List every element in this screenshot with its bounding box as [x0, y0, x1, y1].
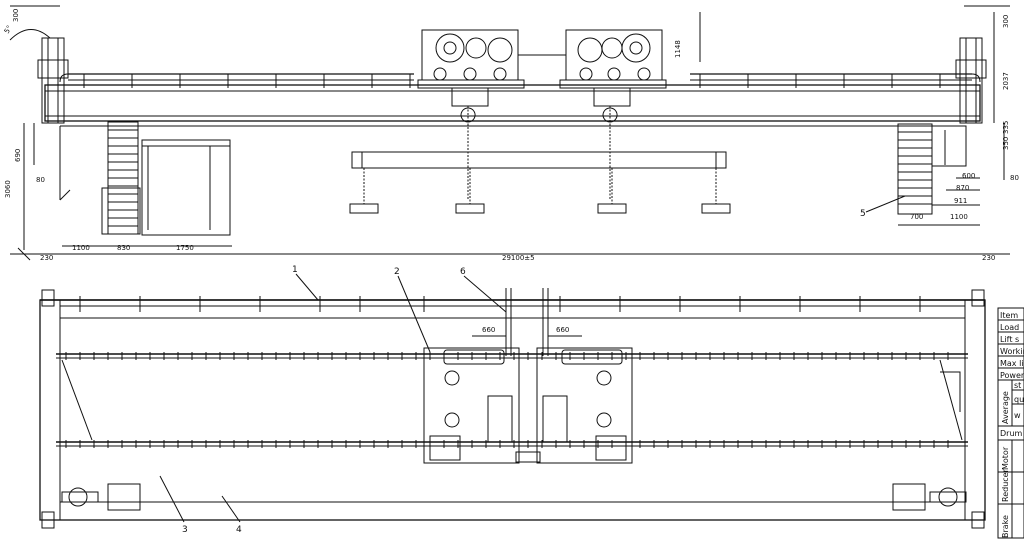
table-power: Power	[1000, 371, 1024, 380]
right-travel-motor-icon	[938, 487, 958, 507]
table-maxlift: Max lif	[1000, 359, 1024, 368]
table-st: st	[1014, 381, 1021, 390]
trolley-right-elevation	[559, 29, 667, 200]
dim-300-right: 300	[1002, 15, 1010, 28]
dim-1750: 1750	[176, 244, 194, 252]
trolley-left-elevation	[417, 29, 525, 200]
callout-labels: 1 2 6 3 4 5	[182, 209, 866, 535]
table-working: Workin	[1000, 347, 1024, 356]
right-ladder	[897, 123, 933, 215]
plan-view	[39, 195, 986, 529]
trolley-right-plan	[536, 288, 633, 464]
elevation-view	[9, 5, 1010, 261]
callout-3: 3	[182, 525, 188, 535]
dim-1100-right: 1100	[950, 213, 968, 221]
table-motor: Motor	[1001, 446, 1010, 470]
table-item: Item	[1000, 311, 1018, 320]
table-lift: Lift s	[1000, 335, 1019, 344]
dim-600: 600	[962, 172, 975, 180]
dim-911: 911	[954, 197, 967, 205]
dim-230-left: 230	[40, 254, 53, 262]
table-labels: Item Load Lift s Workin Max lif Power Dr…	[1000, 311, 1024, 538]
spec-table	[997, 307, 1024, 539]
spreader-beam	[351, 151, 727, 169]
table-qu: qu	[1014, 395, 1024, 404]
dim-660-right: 660	[556, 326, 569, 334]
dim-230-right: 230	[982, 254, 995, 262]
left-end-carriage	[41, 37, 65, 124]
callout-2: 2	[394, 267, 400, 277]
dim-1100-bottom: 1100	[72, 244, 90, 252]
dim-300-left: 300	[12, 9, 20, 22]
dim-2037: 2037	[1002, 72, 1010, 90]
trolley-left-plan	[423, 288, 520, 464]
dim-80-right: 80	[1010, 174, 1019, 182]
dim-3060: 3060	[4, 180, 12, 198]
table-reducer: Reducer	[1001, 468, 1010, 502]
callout-5: 5	[860, 209, 866, 219]
dim-335: 335	[1002, 121, 1010, 134]
dim-angle: 5°	[3, 24, 14, 35]
table-drum: Drum	[1000, 429, 1023, 438]
table-brake: Brake	[1001, 515, 1010, 538]
dim-660-left: 660	[482, 326, 495, 334]
dim-1148: 1148	[674, 40, 682, 58]
operator-cab	[141, 139, 231, 236]
table-load: Load	[1000, 323, 1019, 332]
right-end-carriage	[959, 37, 983, 124]
callout-4: 4	[236, 525, 242, 535]
dim-870: 870	[956, 184, 969, 192]
dimension-labels: 5° 300 300 1148 2037 690 3060 80 335 350…	[3, 9, 1019, 334]
table-average: Average	[1001, 391, 1010, 424]
table-w: w	[1014, 411, 1021, 420]
dim-80-left: 80	[36, 176, 45, 184]
dim-690: 690	[14, 149, 22, 162]
dim-span: 29100±5	[502, 254, 535, 262]
dim-700: 700	[910, 213, 923, 221]
callout-1: 1	[292, 265, 298, 275]
dim-350: 350	[1002, 137, 1010, 150]
dim-830: 830	[117, 244, 130, 252]
callout-6: 6	[460, 267, 466, 277]
left-travel-motor-icon	[68, 487, 88, 507]
